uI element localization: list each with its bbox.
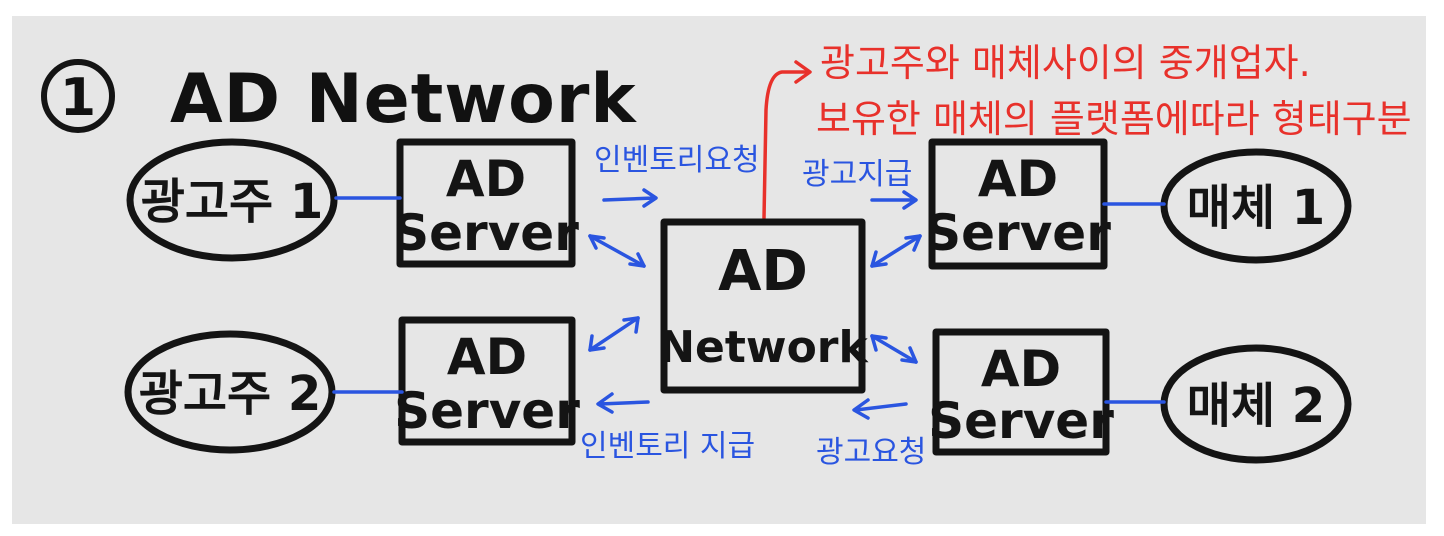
title-number-circle (41, 59, 115, 133)
double-arrow-icon (588, 234, 646, 268)
label-inventory-supply: 인벤토리 지급 (580, 429, 755, 464)
media-1-label: 매체 1 (1187, 180, 1325, 236)
ad-server-adv2-line2: Server (394, 382, 580, 440)
arrowhead-icon (622, 316, 640, 334)
advertiser-1-label: 광고주 1 (141, 174, 324, 230)
ad-server-med2-line1: AD (981, 340, 1061, 398)
right-arrow-icon (602, 188, 658, 208)
ad-server-media-1: AD Server (925, 138, 1111, 270)
arrowhead-icon (900, 346, 918, 364)
annotation-connector (762, 70, 810, 220)
left-arrow-icon (596, 392, 650, 414)
advertiser-2-node: 광고주 2 (124, 330, 336, 454)
title-text: AD Network (170, 60, 637, 139)
double-arrow-icon (870, 334, 918, 364)
media-1-node: 매체 1 (1160, 148, 1352, 264)
ad-server-med2-line2: Server (928, 392, 1114, 450)
ad-server-adv2-line1: AD (447, 328, 527, 386)
title-number: 1 (60, 68, 96, 128)
arrowhead-icon (904, 234, 922, 252)
advertiser-2-label: 광고주 2 (139, 366, 322, 422)
ad-server-adv1-line2: Server (393, 204, 579, 262)
arrowhead-icon (588, 234, 606, 250)
label-ad-supply: 광고지급 (802, 157, 912, 192)
annotation-line-2: 보유한 매체의 플랫폼에따라 형태구분 (816, 97, 1412, 141)
ad-server-media-2: AD Server (928, 328, 1114, 456)
left-arrow-icon (852, 398, 908, 420)
double-arrow-icon (588, 316, 640, 352)
ad-server-advertiser-1: AD Server (393, 138, 579, 268)
label-ad-request: 광고요청 (816, 435, 926, 470)
label-inventory-request: 인벤토리요청 (594, 143, 760, 178)
annotation-arrowhead-icon (794, 60, 812, 84)
title: 1 AD Network (41, 59, 637, 139)
ad-network-line1: AD (718, 239, 808, 304)
arrowhead-icon (870, 250, 888, 268)
ad-network-node: AD Network (658, 218, 870, 394)
media-2-node: 매체 2 (1160, 344, 1352, 464)
arrowhead-icon (628, 252, 646, 268)
right-arrow-icon (870, 190, 918, 210)
ad-server-adv1-line1: AD (446, 150, 526, 208)
flow-arrows (588, 188, 922, 420)
ad-server-med1-line2: Server (925, 204, 1111, 262)
arrowhead-icon (588, 334, 606, 352)
arrowhead-icon (870, 334, 888, 352)
annotation-line-1: 광고주와 매체사이의 중개업자. (820, 41, 1311, 85)
media-2-label: 매체 2 (1187, 378, 1325, 434)
ad-server-advertiser-2: AD Server (394, 316, 580, 446)
ad-server-med1-line1: AD (978, 150, 1058, 208)
network-annotation: 광고주와 매체사이의 중개업자. 보유한 매체의 플랫폼에따라 형태구분 (762, 41, 1412, 220)
advertiser-1-node: 광고주 1 (126, 138, 338, 262)
ad-network-line2: Network (658, 322, 869, 373)
double-arrow-icon (870, 234, 922, 268)
